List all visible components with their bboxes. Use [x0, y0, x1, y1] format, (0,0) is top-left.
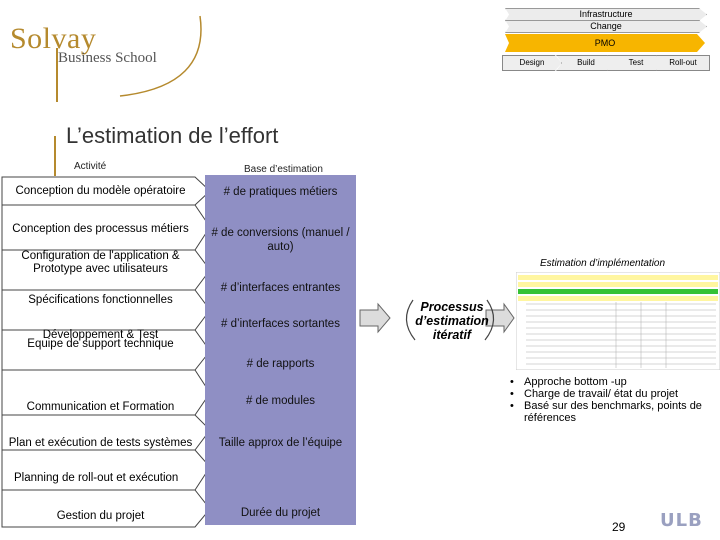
activity-10: Gestion du projet — [56, 509, 145, 522]
header-pmo: PMO — [505, 34, 705, 52]
header-change: Change — [505, 20, 707, 33]
page-number: 29 — [612, 520, 626, 534]
ulb-logo: ULB — [660, 510, 703, 531]
activity-2: Conception des processus métiers — [12, 222, 189, 235]
bullet-item: Approche bottom -up — [510, 376, 720, 388]
activity-3: Configuration de l'application & Prototy… — [21, 250, 180, 275]
logo-solvay: Solvay — [10, 22, 97, 55]
process-cycle-icon — [405, 299, 495, 341]
base-item-4: # d’interfaces sortantes — [221, 318, 340, 330]
activity-4: Spécifications fonctionnelles — [28, 293, 173, 306]
base-item-1: # de pratiques métiers — [223, 186, 338, 198]
activity-arrows — [1, 176, 211, 528]
estimation-label: Estimation d’implémentation — [540, 258, 666, 269]
phase-rollout: Roll-out — [656, 55, 710, 71]
base-item-5: # de rapports — [246, 358, 315, 370]
activity-5: Développement & Test — [42, 328, 159, 341]
base-panel — [205, 175, 356, 525]
header-infrastructure: Infrastructure — [505, 8, 707, 21]
phase-build: Build — [556, 55, 616, 71]
base-item-7: Taille approx de l’équipe — [218, 437, 343, 449]
bullet-item: Charge de travail/ état du projet — [510, 388, 720, 400]
base-item-6: # de modules — [245, 395, 316, 407]
title-accent-bar — [54, 136, 56, 176]
activity-8: Plan et exécution de tests systèmes — [8, 436, 193, 449]
activity-6: Equipe de support technique — [27, 337, 174, 350]
phase-test: Test — [607, 55, 665, 71]
base-item-8: Durée du projet — [240, 507, 321, 519]
base-item-2: # de conversions (manuel / auto) — [211, 227, 350, 253]
logo-divider — [56, 48, 58, 102]
activity-7: Communication et Formation — [26, 400, 175, 413]
bullet-item: Basé sur des benchmarks, points de référ… — [510, 400, 720, 424]
logo-business-school: Business School — [58, 50, 157, 66]
page-title: L’estimation de l’effort — [66, 123, 279, 148]
column-header-base: Base d’estimation — [244, 164, 323, 175]
phase-design: Design — [502, 55, 562, 71]
base-item-3: # d’interfaces entrantes — [220, 282, 341, 294]
column-header-activity: Activité — [74, 161, 107, 172]
activity-9: Planning de roll-out et exécution — [14, 471, 179, 484]
estimate-spreadsheet-thumbnail — [516, 272, 720, 370]
activity-1: Conception du modèle opératoire — [15, 184, 186, 197]
logo-arc-decoration — [119, 15, 202, 97]
bullet-list: Approche bottom -up Charge de travail/ é… — [510, 376, 720, 424]
process-label: Processus d’estimation itératif — [415, 300, 489, 342]
